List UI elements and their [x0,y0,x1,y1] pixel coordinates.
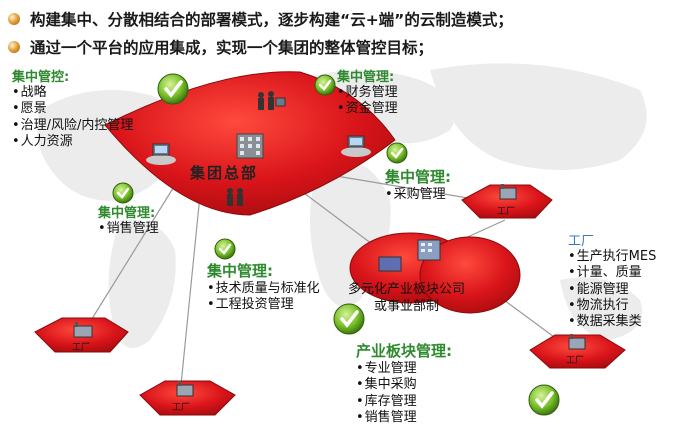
list-item: 专业管理 [356,361,452,377]
check-badge-icon [314,74,336,96]
list-item: 销售管理 [98,221,159,237]
list-item: 生产执行MES [568,249,657,265]
factory-node-label: 工厂 [72,343,91,353]
check-badge-icon [214,238,236,260]
people-icon [227,188,243,206]
hq-control-group: 集中管控: 战略 愿景 治理/风险/内控管理 人力资源 [12,66,133,150]
sales-title: 集中管理: [98,206,156,221]
computer-workstation-icon [146,143,176,165]
people-icon [258,91,286,110]
list-item: 战略 [12,85,133,101]
computer-workstation-icon [378,256,402,272]
factory-node-label: 工厂 [497,207,516,217]
purchase-group: 集中管理: 采购管理 [385,166,451,203]
list-item: 资金管理 [337,101,398,117]
check-badge-icon [333,303,365,335]
factory-node-label: 工厂 [172,403,191,413]
purchase-title: 集中管理: [385,168,451,186]
finance-group: 集中管理: 财务管理 资金管理 [337,66,398,118]
heading-line-1: 构建集中、分散相结合的部署模式，逐步构建“云+端”的云制造模式； [8,8,513,30]
list-item: 库存管理 [356,394,452,410]
sales-group: 集中管理: 销售管理 [98,202,159,237]
list-item: 数据采集类 [568,314,656,330]
factory-icon [568,334,586,350]
list-item: 计量、质量 [568,265,656,281]
factory-icon [176,381,194,397]
list-item: 能源管理 [568,282,656,298]
factory-node-label: 工厂 [566,356,585,366]
list-item: 工程投资管理 [207,297,320,313]
list-item: 采购管理 [385,187,451,203]
computer-workstation-icon [341,135,371,157]
hq-control-title: 集中管控: [12,70,70,85]
building-icon [236,133,264,159]
list-item: 物流执行 [568,298,656,314]
list-item: 人力资源 [12,134,133,150]
check-badge-icon [112,182,134,204]
division-management-title: 产业板块管理: [356,342,452,360]
list-item: 销售管理 [356,410,452,426]
division-management-group: 产业板块管理: 专业管理 集中采购 库存管理 销售管理 [356,340,452,426]
factory-icon [73,322,93,338]
tech-group: 集中管理: 技术质量与标准化 工程投资管理 [207,260,320,314]
hq-label: 集团总部 [190,164,259,182]
factory-group: 工厂 生产执行MES 计量、质量 能源管理 物流执行 数据采集类 [568,230,656,330]
tech-title: 集中管理: [207,262,273,280]
building-icon [417,239,441,261]
list-item: 集中采购 [356,377,452,393]
factory-title: 工厂 [568,234,595,249]
finance-title: 集中管理: [337,70,395,85]
hq-control-items: 战略 愿景 治理/风险/内控管理 人力资源 [12,85,134,150]
heading-line-2: 通过一个平台的应用集成，实现一个集团的整体管控目标； [8,36,433,58]
list-item: 技术质量与标准化 [207,281,320,297]
check-badge-icon [157,73,189,105]
bullet-icon [8,13,20,25]
bullet-icon [8,41,20,53]
factory-icon [499,184,517,200]
list-item: 愿景 [12,101,133,117]
list-item: 治理/风险/内控管理 [12,118,134,134]
check-badge-icon [386,142,408,164]
division-label: 多元化产业板块公司 或事业部制 [348,282,466,314]
check-badge-icon [528,384,560,416]
list-item: 财务管理 [337,85,398,101]
